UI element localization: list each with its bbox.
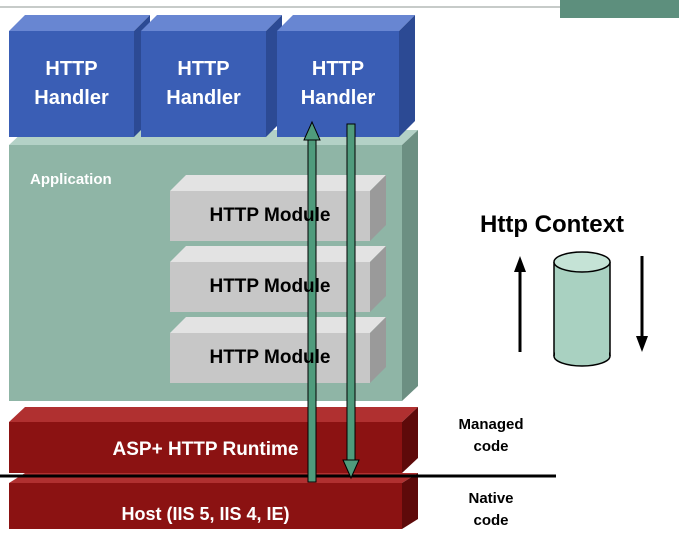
managed-code-line2: code: [473, 438, 509, 455]
top-divider-line: [0, 6, 560, 8]
http-module-label-3: HTTP Module: [209, 347, 331, 368]
handler-1-line2: Handler: [34, 87, 109, 109]
asp-http-runtime-label: ASP+ HTTP Runtime: [112, 439, 299, 460]
http-context-cylinder: [553, 251, 611, 367]
http-handler-label-3: HTTP Handler: [277, 55, 399, 113]
http-context-label: Http Context: [480, 211, 624, 238]
http-module-block-1: [170, 175, 386, 241]
application-label: Application: [30, 171, 112, 188]
http-module-label-1: HTTP Module: [209, 205, 331, 226]
http-module-block-2: [170, 246, 386, 312]
http-handler-block-2: [141, 15, 282, 137]
handler-1-line1: HTTP: [45, 58, 98, 80]
context-up-arrow: [514, 256, 526, 352]
http-module-block-3: [170, 317, 386, 383]
top-right-accent: [560, 0, 679, 18]
handler-2-line2: Handler: [166, 87, 241, 109]
host-label: Host (IIS 5, IIS 4, IE): [121, 504, 290, 524]
handler-3-line1: HTTP: [311, 58, 365, 80]
native-code-line2: code: [473, 512, 509, 529]
request-up-arrow: [303, 120, 321, 483]
http-handler-label-1: HTTP Handler: [9, 55, 134, 113]
context-down-arrow: [636, 256, 648, 352]
http-handler-block-3: [277, 15, 415, 137]
native-code-line1: Native: [468, 490, 514, 507]
handler-2-line1: HTTP: [177, 58, 230, 80]
http-handler-label-2: HTTP Handler: [141, 55, 266, 113]
managed-code-label: Managed code: [430, 414, 552, 458]
response-down-arrow: [342, 123, 360, 480]
managed-code-line1: Managed: [458, 416, 524, 433]
handler-3-line2: Handler: [300, 87, 376, 109]
native-code-label: Native code: [430, 488, 552, 532]
http-module-label-2: HTTP Module: [209, 276, 331, 297]
